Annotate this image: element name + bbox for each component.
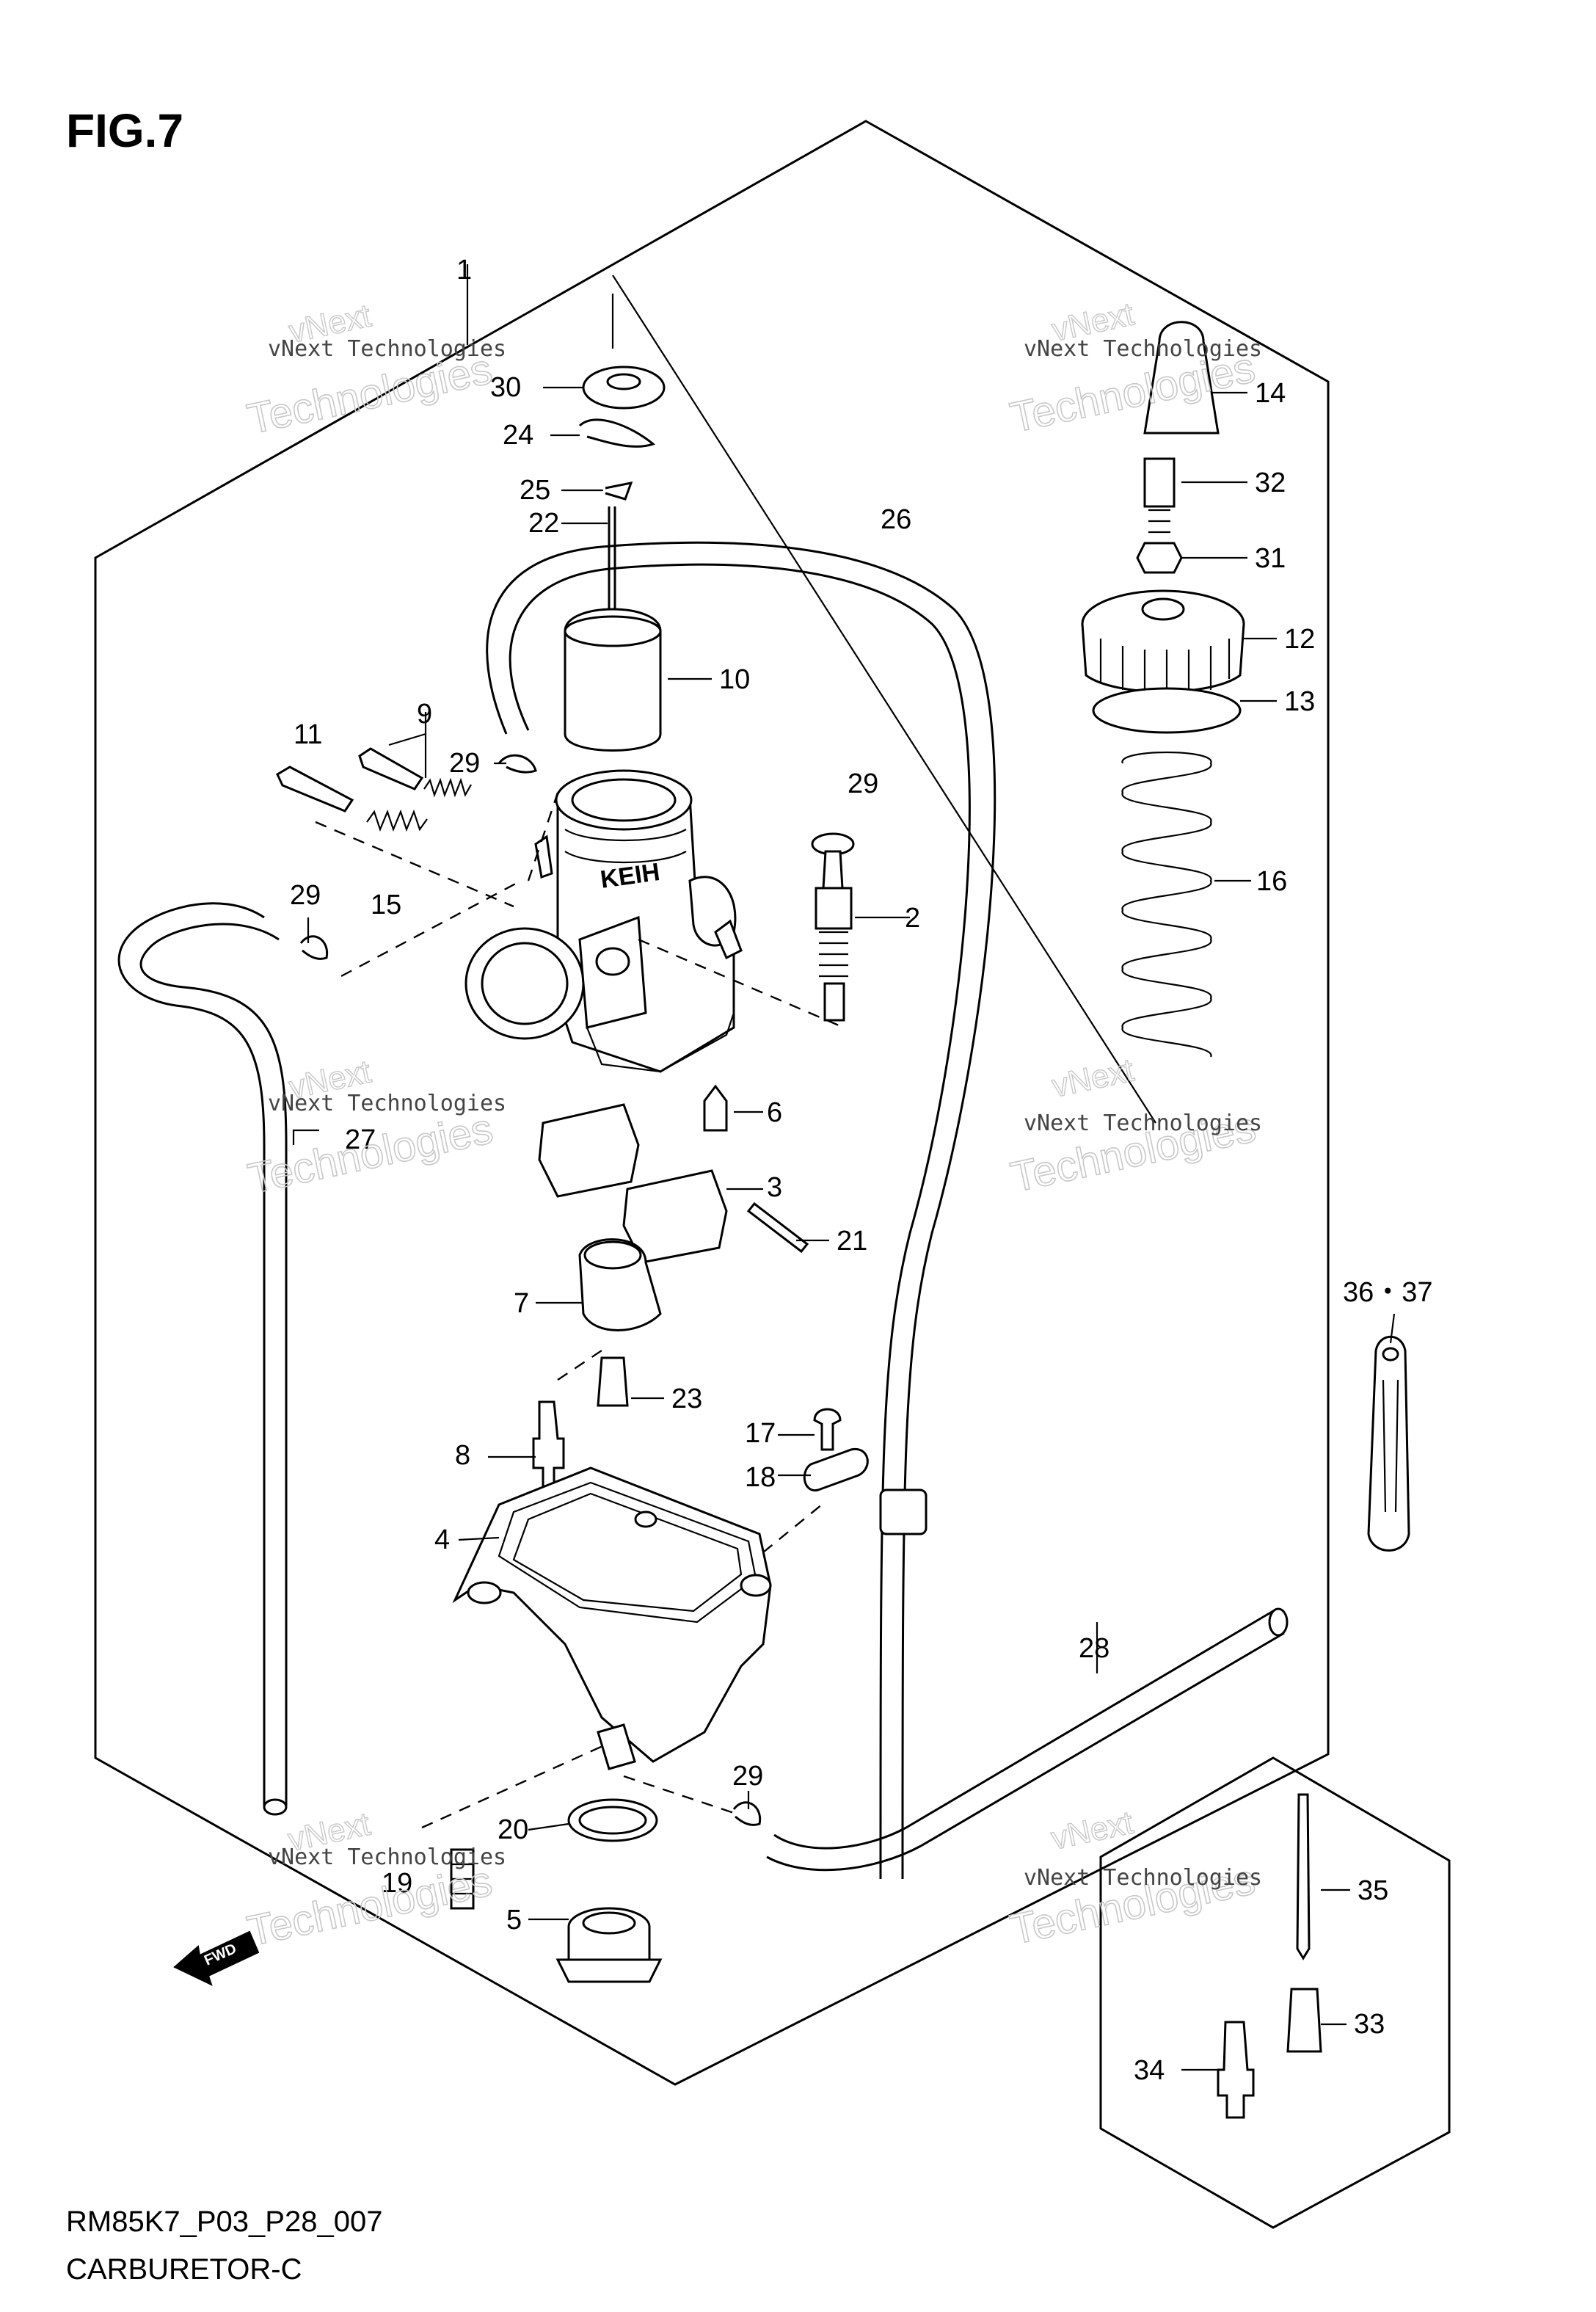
callout-2: 2 [905,903,920,934]
callout-18: 18 [745,1462,776,1493]
callout-32: 32 [1255,468,1286,498]
callout-21: 21 [837,1226,867,1257]
callout-23: 23 [671,1384,702,1414]
model-code: RM85K7_P03_P28_007 [66,2206,382,2238]
clip-24 [578,418,656,448]
svg-text:Technologies: Technologies [244,1105,497,1203]
float-3a [538,1103,640,1198]
svg-text:vNext Technologies: vNext Technologies [268,1844,506,1870]
callout-27: 27 [345,1124,376,1155]
callout-12: 12 [1284,624,1315,655]
callout-9: 9 [417,699,432,730]
callout-1: 1 [456,255,472,286]
clip-29-a [498,754,537,774]
jet-23 [597,1356,629,1407]
hose-26-clamp [879,1488,928,1535]
screw-9 [358,747,424,790]
jet-34 [1217,2021,1255,2119]
callout-20: 20 [498,1814,528,1845]
clip-25 [605,481,633,501]
valve-6 [703,1084,728,1132]
callout-4: 4 [434,1524,450,1555]
callout-29-a: 29 [449,748,480,779]
callout-15: 15 [371,890,401,920]
callout-24: 24 [503,420,533,451]
float-3b [622,1169,728,1264]
plug-5 [555,1907,663,1983]
callout-13: 13 [1284,686,1315,717]
gasket-13 [1092,687,1242,734]
leader-lines [292,264,1396,2071]
callout-29-c: 29 [732,1761,763,1792]
top-cap-12 [1081,589,1245,694]
callout-8: 8 [455,1440,470,1471]
callout-33: 33 [1354,2009,1385,2040]
needle-22 [608,506,616,620]
kit-frame [1099,1756,1451,2229]
pin-21 [746,1202,809,1254]
callout-14: 14 [1255,378,1286,409]
callout-29-d: 29 [848,768,878,799]
callout-5: 5 [506,1905,522,1935]
callout-35: 35 [1358,1875,1388,1906]
callout-17: 17 [745,1418,776,1449]
callout-7: 7 [514,1288,529,1319]
jet-8 [532,1400,565,1491]
fwd-arrow-icon: FWD [173,1930,260,1986]
svg-text:vNext: vNext [1048,1805,1136,1857]
callout-29-b: 29 [290,880,321,911]
reference-line [612,275,1156,1124]
screw-11 [276,766,354,813]
nut-31 [1136,542,1183,574]
callout-30: 30 [490,372,521,403]
bracket-18 [803,1448,869,1491]
adjuster-32 [1143,457,1176,508]
svg-text:vNext: vNext [1049,1052,1137,1104]
cap-14 [1143,321,1220,435]
callout-numbers: 1 2 3 4 5 6 7 8 9 10 11 12 13 14 15 16 1… [290,255,1433,2086]
callout-22: 22 [528,508,559,539]
jet-33 [1286,1988,1322,2053]
clip-29-b [299,935,329,960]
section-name: CARBURETOR-C [66,2253,302,2286]
assembly-frame [94,120,1330,2086]
callout-31: 31 [1255,543,1286,574]
float-bowl-4 [452,1466,772,1770]
callout-3: 3 [767,1172,782,1203]
screw-17 [813,1408,842,1451]
svg-text:vNext Technologies: vNext Technologies [1024,1110,1262,1136]
callout-28: 28 [1079,1633,1109,1664]
callout-19: 19 [382,1868,412,1899]
hose-28 [906,1610,1285,1847]
adjuster-2 [811,832,855,1022]
callout-34: 34 [1134,2055,1165,2086]
carburetor-body: KEIH [464,769,743,1073]
callout-10: 10 [719,664,750,695]
callout-11: 11 [294,719,322,750]
hose-27 [117,902,266,1806]
hose-26 [486,541,996,1880]
callout-16: 16 [1256,866,1287,897]
needle-35 [1296,1793,1311,1960]
callout-26: 26 [881,504,911,535]
clip-29-c [732,1801,762,1826]
svg-text:vNext Technologies: vNext Technologies [268,336,506,362]
svg-text:vNext Technologies: vNext Technologies [1024,1865,1262,1891]
svg-text:Technologies: Technologies [243,1857,496,1955]
svg-text:vNext Technologies: vNext Technologies [268,1091,506,1116]
callout-6: 6 [767,1097,782,1128]
strap-36-37 [1367,1335,1410,1552]
watermarks: vNext Technologies vNext Technologies vN… [243,296,1263,1956]
figure-label: FIG.7 [66,104,183,157]
callout-25: 25 [520,475,550,506]
spring-15 [366,809,428,832]
svg-text:vNext Technologies: vNext Technologies [1024,336,1262,362]
callout-36-37: 36・37 [1343,1277,1433,1308]
spring-16 [1121,751,1212,1058]
